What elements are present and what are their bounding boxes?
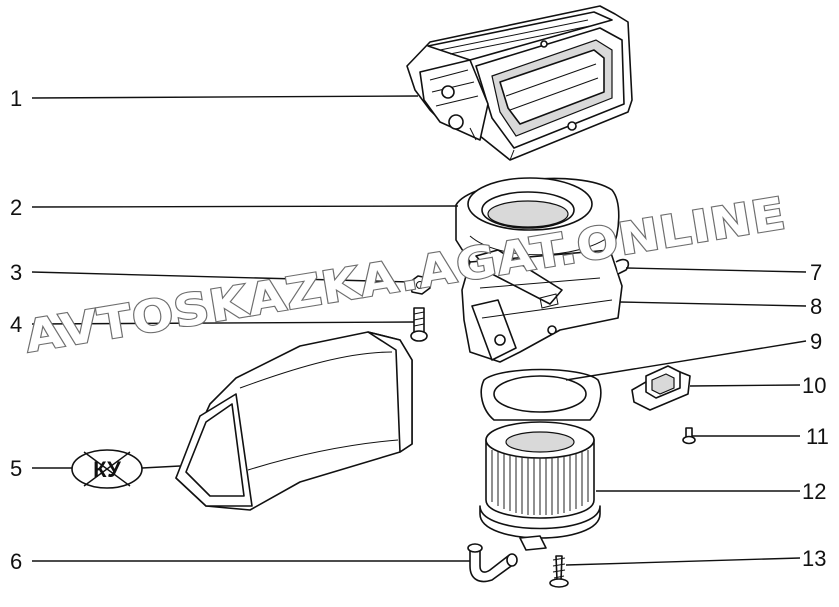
fan-casing-lower (461, 249, 623, 363)
callout-4: 4 (10, 312, 22, 337)
callout-2: 2 (10, 195, 22, 220)
callout-12: 12 (802, 479, 826, 504)
small-screw (682, 427, 696, 445)
tapping-screw (549, 555, 569, 588)
callout-7: 7 (810, 260, 822, 285)
crossed-ku-marker: КУ (71, 449, 143, 489)
drain-tube (467, 543, 518, 583)
callout-3: 3 (10, 260, 22, 285)
leader-lines (31, 95, 807, 566)
fan-casing-upper (455, 177, 620, 273)
callout-numbers: 1 2 3 4 5 6 7 8 9 10 11 12 13 (10, 86, 829, 574)
nut (409, 275, 431, 295)
callout-10: 10 (802, 373, 826, 398)
callout-13: 13 (802, 546, 826, 571)
clip (615, 258, 630, 275)
resistor-module (631, 365, 691, 411)
callout-6: 6 (10, 549, 22, 574)
callout-5: 5 (10, 456, 22, 481)
callout-11: 11 (806, 424, 829, 449)
callout-8: 8 (810, 294, 822, 319)
callout-1: 1 (10, 86, 22, 111)
watermark-text: AVTOSKAZKA.AGAT.ONLINE (22, 188, 790, 363)
heater-housing (406, 5, 633, 161)
blower-wheel (479, 421, 601, 551)
bolt (410, 307, 428, 342)
callout-9: 9 (810, 329, 822, 354)
motor-gasket (480, 368, 602, 421)
air-duct (175, 331, 413, 511)
